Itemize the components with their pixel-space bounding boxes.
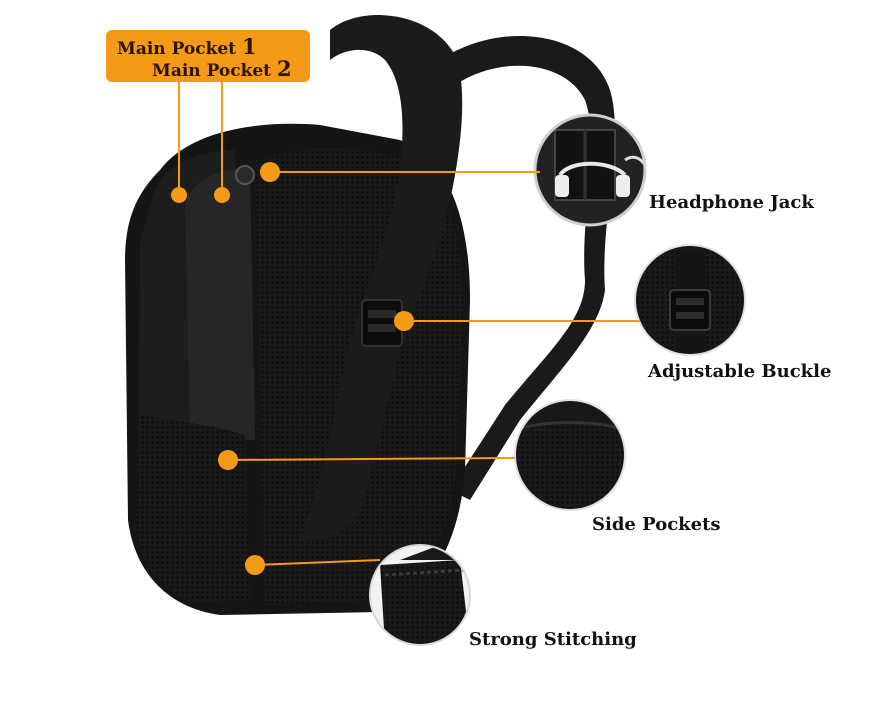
strong-stitching-zoom bbox=[370, 545, 470, 645]
side-pockets-label: Side Pockets bbox=[592, 514, 721, 535]
main-pocket-2-number: 2 bbox=[276, 56, 292, 81]
callout-lines bbox=[178, 82, 640, 566]
main-pocket-2-label: Main Pocket 2 bbox=[152, 56, 292, 81]
main-pocket-2-text: Main Pocket bbox=[152, 61, 272, 81]
headphone-jack-zoom bbox=[535, 115, 645, 225]
side-pockets-zoom bbox=[515, 400, 625, 510]
main-pocket-badge bbox=[106, 30, 310, 82]
strong-stitching-label: Strong Stitching bbox=[469, 629, 637, 650]
main-pocket-1-text: Main Pocket bbox=[117, 39, 237, 59]
adjustable-buckle-label: Adjustable Buckle bbox=[648, 361, 832, 382]
adjustable-buckle-zoom bbox=[635, 245, 745, 355]
main-pocket-1-number: 1 bbox=[241, 34, 257, 59]
headphone-jack-label: Headphone Jack bbox=[649, 192, 814, 213]
callout-dots bbox=[171, 162, 414, 575]
main-pocket-1-label: Main Pocket 1 bbox=[117, 34, 257, 59]
